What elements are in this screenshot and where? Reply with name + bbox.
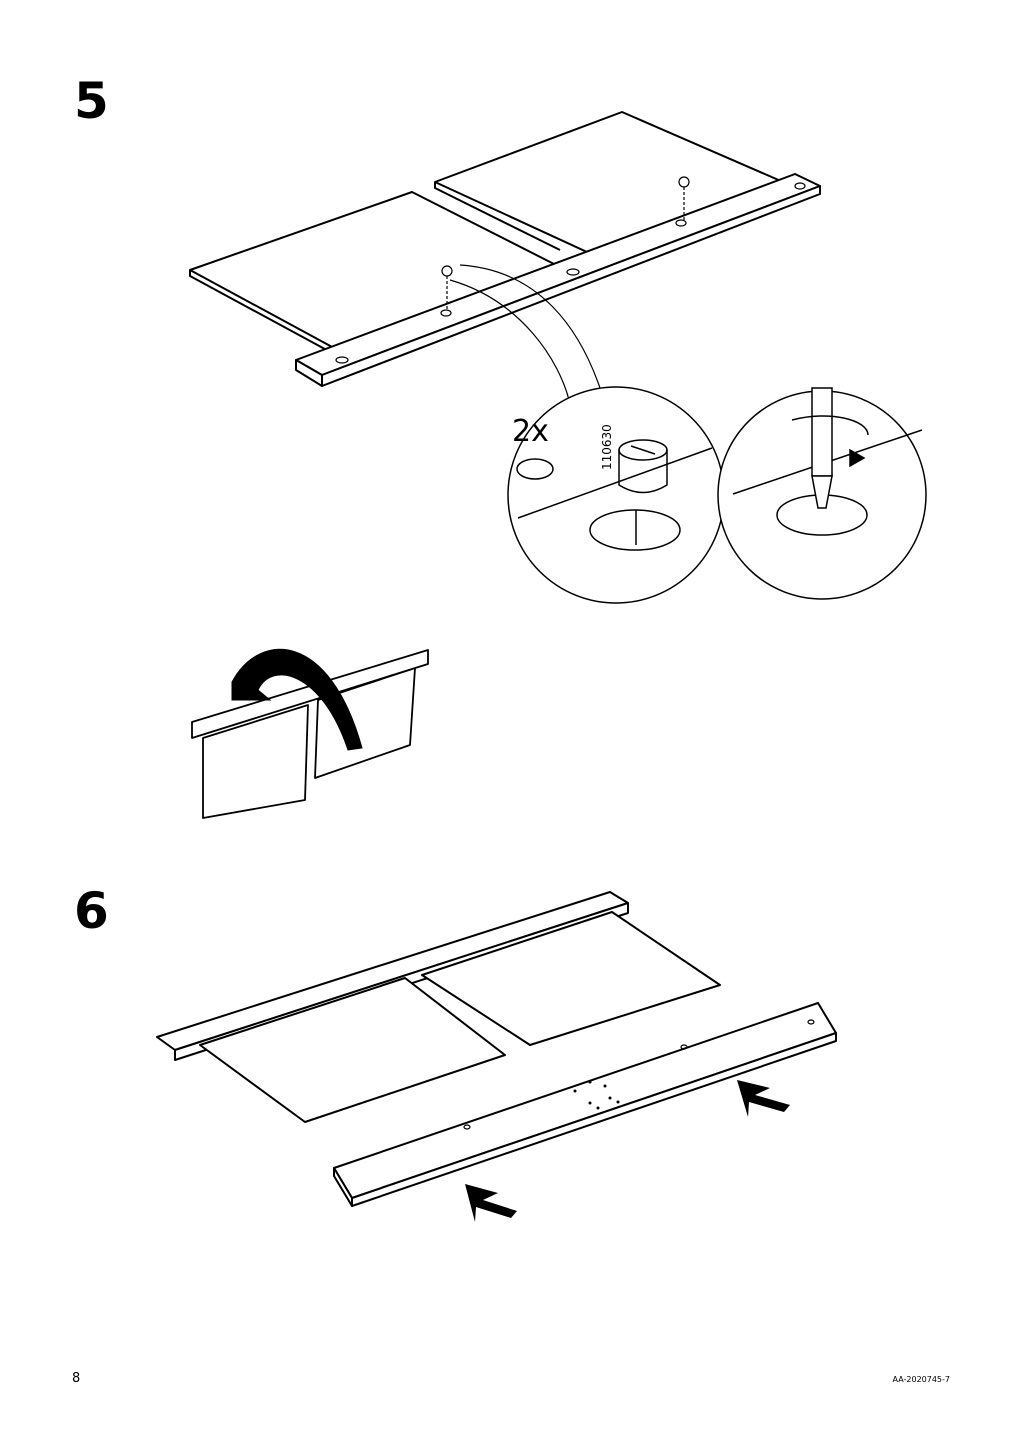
- part-number-label: 110630: [600, 424, 614, 470]
- push-arrow-icon-left: [465, 1184, 517, 1222]
- flipped-rail: [191, 649, 429, 739]
- step-5-number: 5: [74, 72, 109, 130]
- rotate-arrow-icon: [849, 448, 866, 468]
- panel-right: [421, 911, 721, 1046]
- page-number: 8: [72, 1371, 81, 1386]
- left-shelf-panel: [189, 191, 557, 349]
- cam-lock-icon: [618, 439, 668, 545]
- step-6-number: 6: [74, 882, 109, 940]
- screwdriver-icon: [791, 387, 869, 509]
- quantity-label: 2x: [512, 414, 549, 449]
- panel-left: [199, 977, 506, 1123]
- document-id: AA-2020745-7: [892, 1375, 950, 1384]
- push-arrow-icon-right: [737, 1080, 790, 1117]
- flip-arrow-icon: [231, 648, 363, 751]
- flipped-left-panel: [202, 704, 309, 819]
